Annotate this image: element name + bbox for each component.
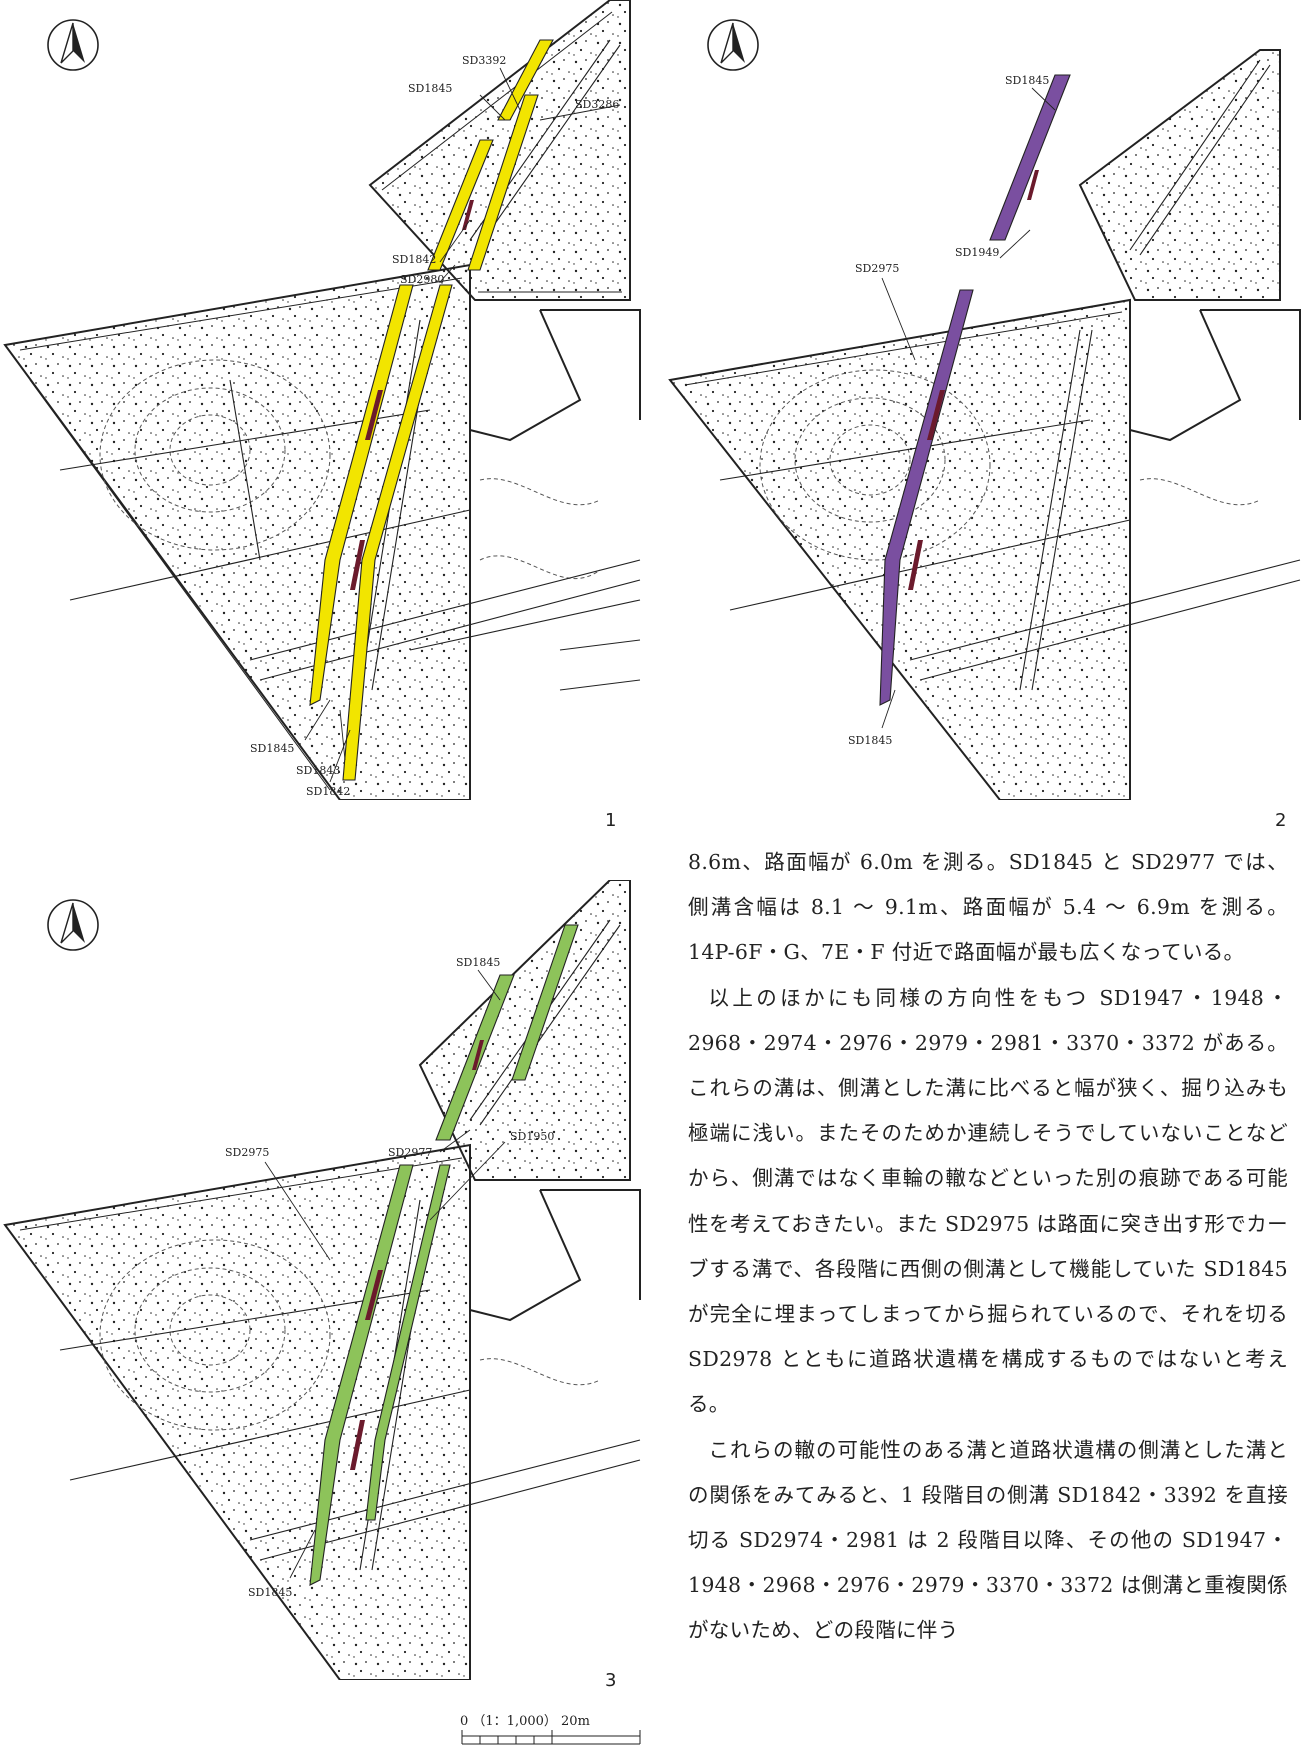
site-map-figure-2: SD1845 SD1949 SD2975 SD1845 (660, 0, 1302, 800)
map-drawing-1: SD3392 SD1845 SD3286 SD1842 SD2980 SD184… (3, 0, 641, 800)
body-text: 8.6m、路面幅が 6.0m を測る。SD1845 と SD2977 では、側溝… (688, 840, 1288, 1654)
map-drawing-2: SD1845 SD1949 SD2975 SD1845 (668, 19, 1301, 800)
site-map-figure-1: SD3392 SD1845 SD3286 SD1842 SD2980 SD184… (0, 0, 650, 800)
label-sd1949: SD1949 (955, 246, 999, 259)
label-sd1845-top: SD1845 (408, 82, 452, 95)
label-sd2975: SD2975 (225, 1146, 269, 1159)
site-map-figure-3: SD1845 SD2977 SD2975 SD1950 SD1845 (0, 880, 650, 1680)
figure-number-1: 1 (605, 810, 617, 831)
label-sd2977: SD2977 (388, 1146, 432, 1159)
label-sd3392: SD3392 (462, 54, 506, 67)
label-sd1950: SD1950 (510, 1130, 554, 1143)
label-sd1845-bottom: SD1845 (848, 734, 892, 747)
north-arrow-icon (707, 19, 759, 71)
scale-bar-graphic (461, 1730, 641, 1745)
north-arrow-icon (47, 899, 99, 951)
label-sd1845-bottom: SD1845 (248, 1586, 292, 1599)
label-sd1842-top: SD1842 (392, 253, 436, 266)
scale-label: 0 （1：1,000） 20m (460, 1714, 590, 1729)
paragraph-1: 8.6m、路面幅が 6.0m を測る。SD1845 と SD2977 では、側溝… (688, 850, 1288, 965)
label-sd1845-top: SD1845 (456, 956, 500, 969)
label-sd2975: SD2975 (855, 262, 899, 275)
label-sd1842-bottom: SD1842 (306, 785, 350, 798)
figure-number-2: 2 (1275, 810, 1287, 831)
paragraph-2: 以上のほかにも同様の方向性をもつ SD1947・1948・2968・2974・2… (688, 985, 1288, 1417)
label-sd2980: SD2980 (400, 273, 444, 286)
figure-number-3: 3 (605, 1670, 617, 1691)
label-sd1845-top: SD1845 (1005, 74, 1049, 87)
map-drawing-3: SD1845 SD2977 SD2975 SD1950 SD1845 (3, 880, 641, 1680)
paragraph-3: これらの轍の可能性のある溝と道路状遺構の側溝とした溝との関係をみてみると、1 段… (688, 1437, 1288, 1643)
label-sd3286: SD3286 (575, 98, 619, 111)
label-sd1843: SD1843 (296, 764, 340, 777)
scale-bar: 0 （1：1,000） 20m (460, 1710, 660, 1750)
north-arrow-icon (47, 19, 99, 71)
label-sd1845-bottom: SD1845 (250, 742, 294, 755)
